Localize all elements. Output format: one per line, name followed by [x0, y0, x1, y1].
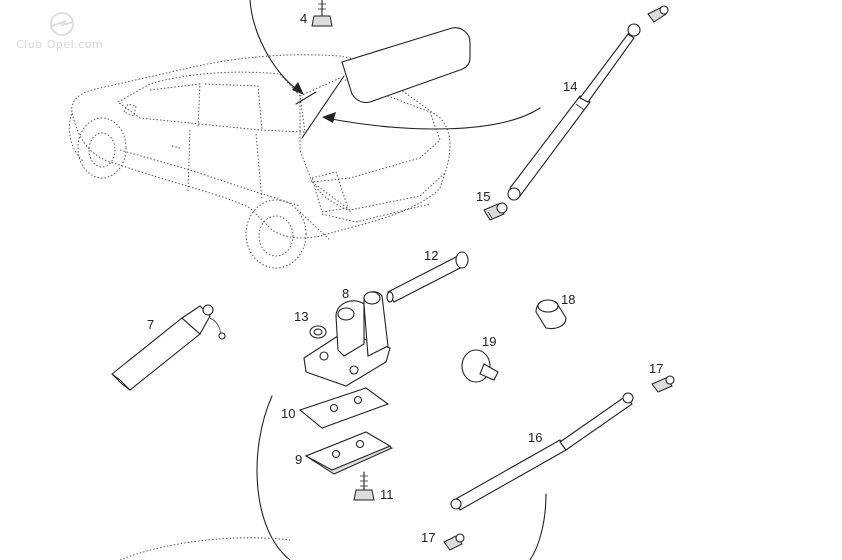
- part-13-clip: [309, 325, 327, 339]
- part-8-hinge: [303, 291, 391, 387]
- callout-12: 12: [424, 248, 439, 263]
- leader-arrow-hinge: [249, 0, 301, 93]
- part-19-clip: [461, 349, 499, 383]
- callout-10: 10: [281, 406, 296, 421]
- arrowhead: [322, 112, 336, 123]
- callout-8: 8: [342, 286, 350, 301]
- section-curve-left: [256, 395, 291, 560]
- part-17-right-fastener: [651, 375, 675, 393]
- section-curve-right: [529, 493, 547, 560]
- part-17-bottom-fastener: [443, 533, 465, 551]
- part-14-gas-strut: [507, 23, 641, 201]
- arrowhead: [292, 82, 304, 95]
- part-7-actuator: [111, 304, 226, 391]
- callout-4: 4: [300, 11, 308, 26]
- callout-13: 13: [294, 309, 309, 324]
- part-12-hinge-pin: [386, 251, 469, 303]
- car-illustration: [68, 54, 451, 269]
- callout-15: 15: [476, 189, 491, 204]
- callout-7: 7: [147, 317, 155, 332]
- callout-17-right: 17: [649, 361, 664, 376]
- part-9-plate: [304, 431, 394, 475]
- installed-hinge: [295, 91, 317, 105]
- callout-18: 18: [561, 292, 576, 307]
- callout-16: 16: [528, 430, 543, 445]
- callout-17-bottom: 17: [421, 530, 436, 545]
- part-10-gasket: [298, 387, 390, 429]
- leader-arrow-strut: [325, 107, 541, 130]
- tailgate-glass: [341, 27, 471, 104]
- callout-14: 14: [563, 79, 578, 94]
- part-4-bolt: [311, 0, 333, 27]
- part-15-ball-stud: [483, 202, 508, 221]
- part-16-gas-strut: [450, 392, 634, 511]
- part-18-grommet: [535, 299, 567, 330]
- part-17-top-fastener: [647, 5, 669, 23]
- callout-11: 11: [380, 487, 394, 502]
- part-11-bolt: [353, 471, 375, 501]
- installed-strut: [301, 75, 345, 139]
- watermark-emblem-icon: [50, 12, 75, 36]
- car-outline-lower: [119, 537, 291, 560]
- watermark-logo: Club Opel.com: [16, 38, 104, 51]
- callout-19: 19: [482, 334, 497, 349]
- callout-9: 9: [295, 452, 303, 467]
